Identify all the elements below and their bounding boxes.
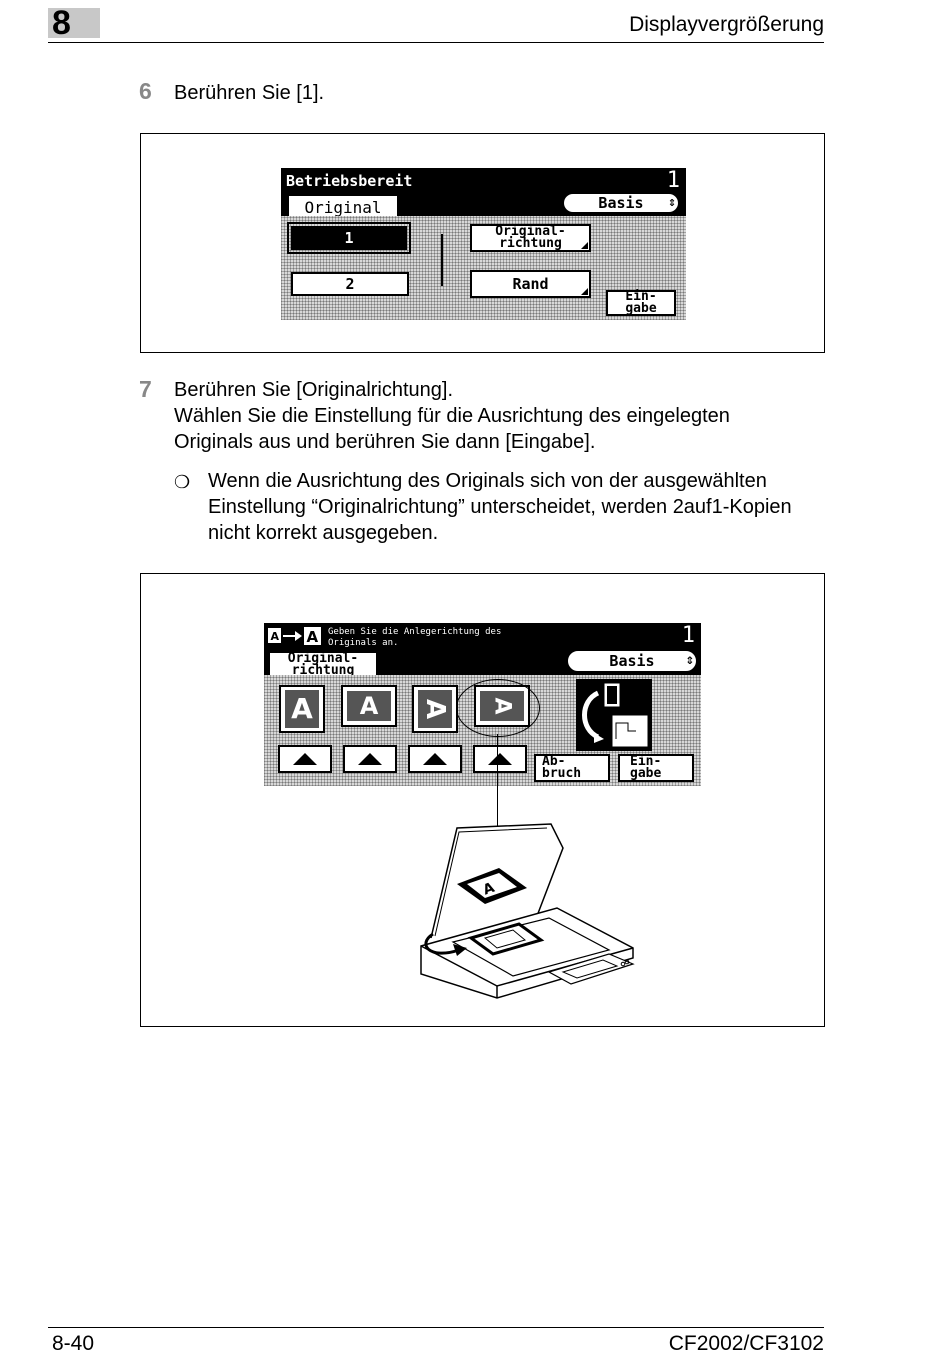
copier-illustration: A: [413, 822, 643, 1002]
screen-illustration-2: A A Geben Sie die Anlegerichtung des Ori…: [140, 573, 825, 1027]
enter-label-line2: gabe: [625, 301, 657, 316]
cancel-label-line2: bruch: [542, 766, 582, 781]
orientation-button[interactable]: Original- richtung: [470, 224, 591, 252]
enter-label-line2-2: gabe: [630, 766, 662, 781]
lcd-panel-2: A A Geben Sie die Anlegerichtung des Ori…: [264, 623, 701, 786]
corner-indicator-icon: [581, 242, 588, 249]
button-1[interactable]: 1: [287, 222, 411, 254]
model-name: CF2002/CF3102: [668, 1332, 824, 1355]
highlight-circle: [456, 679, 540, 737]
enter-label-line1-2: Ein-: [630, 754, 662, 769]
step-7-line-2: Wählen Sie die Einstellung für die Ausri…: [174, 405, 730, 427]
triangle-up-icon: [358, 753, 382, 765]
svg-text:A: A: [481, 880, 497, 899]
orientation-glyph: A: [347, 691, 391, 721]
select-arrow-3[interactable]: [408, 745, 462, 773]
tab-orientation[interactable]: Original- richtung: [268, 651, 378, 677]
corner-indicator-icon: [581, 288, 588, 295]
step-7-number: 7: [139, 376, 152, 402]
tab-orientation-line1: Original-: [287, 651, 359, 666]
step-7-line-3: Originals aus und berühren Sie dann [Ein…: [174, 431, 596, 453]
page-title: Displayvergrößerung: [629, 13, 824, 36]
rotation-preview-icon: [576, 679, 652, 751]
select-arrow-2[interactable]: [343, 745, 397, 773]
copy-counter: 1: [666, 168, 680, 193]
svg-text:A: A: [271, 630, 280, 643]
orientation-glyph: A: [285, 690, 319, 728]
lcd-panel-1: Betriebsbereit 1 Original Basis ⇕ 1 2 Or…: [281, 168, 686, 320]
triangle-up-icon: [488, 753, 512, 765]
chapter-tab: [48, 8, 100, 38]
select-arrow-4[interactable]: [473, 745, 527, 773]
step-6-number: 6: [139, 78, 152, 104]
rand-label: Rand: [512, 274, 549, 293]
orientation-option-rotated[interactable]: A: [412, 685, 458, 733]
tab-orientation-line2: richtung: [291, 663, 355, 678]
orientation-option-upright[interactable]: A: [279, 685, 325, 733]
enter-button-2[interactable]: Ein- gabe: [618, 754, 694, 782]
basis-button-2[interactable]: Basis ⇕: [566, 649, 698, 673]
button-2[interactable]: 2: [291, 272, 409, 296]
header-divider: [48, 42, 824, 43]
note-line-1: Wenn die Ausrichtung des Originals sich …: [208, 470, 767, 492]
triangle-up-icon: [423, 753, 447, 765]
orientation-mode-icon: A A: [267, 626, 323, 646]
orientation-option-landscape[interactable]: A: [341, 685, 397, 727]
basis-label-2: Basis: [609, 652, 655, 670]
page-number: 8-40: [52, 1332, 95, 1355]
rand-button[interactable]: Rand: [470, 270, 591, 298]
instruction-line-2: Originals an.: [328, 638, 399, 648]
note-line-2: Einstellung “Originalrichtung” untersche…: [208, 496, 792, 518]
screen-illustration-1: Betriebsbereit 1 Original Basis ⇕ 1 2 Or…: [140, 133, 825, 353]
copy-counter-2: 1: [681, 623, 695, 648]
footer-divider: [48, 1327, 824, 1328]
step-6-text: Berühren Sie [1].: [174, 82, 325, 104]
scroll-arrow-icon: ⇕: [685, 652, 694, 668]
select-arrow-1[interactable]: [278, 745, 332, 773]
enter-button[interactable]: Ein- gabe: [606, 290, 676, 316]
status-text: Betriebsbereit: [286, 172, 413, 190]
chapter-number: 8: [52, 4, 71, 42]
enter-label-line1: Ein-: [625, 289, 657, 304]
orientation-label-line1: Original-: [495, 224, 566, 239]
bullet-icon: ❍: [174, 472, 191, 492]
note-line-3: nicht korrekt ausgegeben.: [208, 522, 439, 544]
orientation-label-line2: richtung: [499, 236, 562, 251]
cancel-button[interactable]: Ab- bruch: [534, 754, 610, 782]
orientation-glyph: A: [418, 690, 452, 728]
orientation-glyph-rotated: A: [420, 698, 450, 720]
scroll-arrow-icon: ⇕: [668, 195, 676, 210]
step-7-line-1: Berühren Sie [Originalrichtung].: [174, 379, 454, 401]
cancel-label-line1: Ab-: [542, 754, 566, 769]
divider-line: [441, 234, 443, 286]
triangle-up-icon: [293, 753, 317, 765]
basis-label: Basis: [598, 194, 644, 212]
svg-text:A: A: [307, 628, 319, 646]
basis-button[interactable]: Basis ⇕: [562, 192, 680, 214]
tab-original[interactable]: Original: [287, 194, 399, 218]
instruction-line-1: Geben Sie die Anlegerichtung des: [328, 627, 502, 637]
